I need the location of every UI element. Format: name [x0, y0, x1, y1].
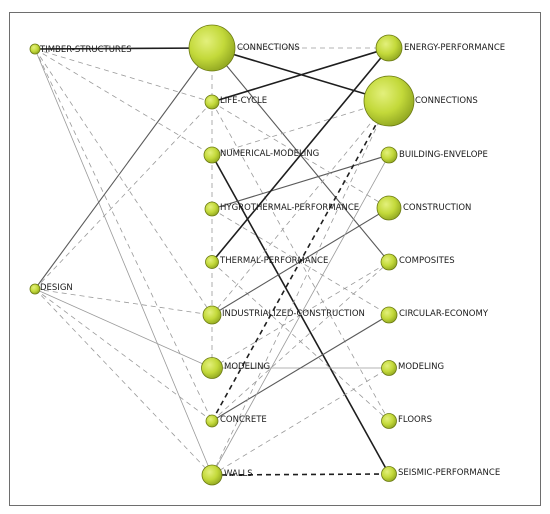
node-design[interactable]: DESIGN: [29, 283, 73, 295]
link-concrete-to-connections-right: [211, 100, 390, 422]
node-circular-economy[interactable]: CIRCULAR-ECONOMY: [380, 306, 489, 324]
link-design-to-walls: [34, 288, 213, 476]
link-industrialized-construction-to-connections-right: [211, 100, 390, 316]
node-label: CONCRETE: [220, 415, 267, 425]
node-label: SEISMIC-PERFORMANCE: [398, 468, 500, 478]
links-layer: [34, 47, 390, 476]
node-label: CONNECTIONS: [237, 43, 300, 53]
node-connections-right[interactable]: CONNECTIONS: [363, 75, 478, 127]
link-design-to-modeling-mid: [34, 288, 213, 369]
node-label: THERMAL-PERFORMANCE: [219, 256, 328, 266]
node-label: WALLS: [224, 469, 253, 479]
node-walls[interactable]: WALLS: [201, 464, 253, 486]
node-marker: [201, 464, 223, 486]
node-numerical-modeling[interactable]: NUMERICAL-MODELING: [203, 146, 319, 164]
node-label: NUMERICAL-MODELING: [220, 149, 319, 159]
link-design-to-industrialized-construction: [34, 288, 213, 316]
node-marker: [188, 24, 236, 72]
link-design-to-concrete: [34, 288, 213, 422]
node-marker: [202, 305, 222, 325]
diagram-frame: [9, 12, 541, 506]
link-timber-structures-to-life-cycle: [34, 48, 213, 103]
node-marker: [381, 360, 397, 376]
node-life-cycle[interactable]: LIFE-CYCLE: [204, 94, 267, 110]
node-marker: [205, 414, 219, 428]
node-label: CONSTRUCTION: [403, 203, 471, 213]
node-marker: [29, 43, 41, 55]
link-timber-structures-to-concrete: [34, 48, 213, 422]
link-walls-to-modeling-right: [211, 367, 390, 476]
node-marker: [380, 306, 398, 324]
link-walls-to-building-envelope: [211, 154, 390, 476]
node-marker: [205, 255, 219, 269]
node-building-envelope[interactable]: BUILDING-ENVELOPE: [380, 146, 488, 164]
link-walls-to-seismic-performance: [211, 473, 390, 476]
node-modeling-middle[interactable]: MODELING: [201, 357, 271, 379]
node-marker: [363, 75, 415, 127]
node-marker: [204, 94, 220, 110]
link-walls-to-connections-right: [211, 100, 390, 476]
node-marker: [204, 201, 220, 217]
link-hygrothermal-performance-to-building-envelope: [211, 154, 390, 210]
node-connections-middle[interactable]: CONNECTIONS: [188, 24, 300, 72]
node-marker: [29, 283, 41, 295]
link-thermal-performance-to-energy-performance: [211, 47, 390, 263]
node-label: CONNECTIONS: [415, 96, 478, 106]
node-marker: [201, 357, 223, 379]
link-timber-structures-to-connections-mid: [34, 47, 213, 50]
node-construction[interactable]: CONSTRUCTION: [376, 195, 471, 221]
node-marker: [381, 466, 397, 482]
link-design-to-connections-mid: [34, 47, 213, 290]
node-label: INDUSTRIALIZED-CONSTRUCTION: [222, 309, 365, 319]
node-label: HYGROTHERMAL-PERFORMANCE: [220, 203, 359, 213]
link-timber-structures-to-walls: [34, 48, 213, 476]
node-marker: [380, 253, 398, 271]
node-label: ENERGY-PERFORMANCE: [404, 43, 505, 53]
link-numerical-modeling-to-connections-right: [211, 100, 390, 156]
node-label: CIRCULAR-ECONOMY: [399, 309, 489, 319]
link-timber-structures-to-industrialized-construction: [34, 48, 213, 316]
node-marker: [380, 146, 398, 164]
node-floors[interactable]: FLOORS: [381, 413, 433, 429]
node-label: MODELING: [398, 362, 444, 372]
node-label: MODELING: [224, 362, 270, 372]
node-label: FLOORS: [398, 415, 432, 425]
node-label: TIMBER-STRUCTURES: [39, 45, 132, 55]
node-marker: [203, 146, 221, 164]
node-marker: [381, 413, 397, 429]
node-hygrothermal-performance[interactable]: HYGROTHERMAL-PERFORMANCE: [204, 201, 359, 217]
node-label: BUILDING-ENVELOPE: [399, 150, 488, 160]
node-label: LIFE-CYCLE: [220, 96, 267, 106]
link-design-to-life-cycle: [34, 101, 213, 290]
link-timber-structures-to-numerical-modeling: [34, 48, 213, 156]
node-concrete[interactable]: CONCRETE: [205, 414, 267, 428]
node-timber-structures[interactable]: TIMBER-STRUCTURES: [29, 43, 132, 55]
node-seismic-performance[interactable]: SEISMIC-PERFORMANCE: [381, 466, 501, 482]
nodes-layer: TIMBER-STRUCTURES DESIGN CONNECTIONS LIF…: [29, 24, 505, 486]
node-marker: [376, 195, 402, 221]
link-life-cycle-to-energy-performance: [211, 47, 390, 103]
node-composites[interactable]: COMPOSITES: [380, 253, 455, 271]
link-concrete-to-circular-economy: [211, 314, 390, 422]
node-thermal-performance[interactable]: THERMAL-PERFORMANCE: [205, 255, 329, 269]
link-concrete-to-composites: [211, 261, 390, 422]
node-energy-performance[interactable]: ENERGY-PERFORMANCE: [375, 34, 505, 62]
node-label: DESIGN: [40, 283, 73, 293]
node-marker: [375, 34, 403, 62]
node-modeling-right[interactable]: MODELING: [381, 360, 445, 376]
node-industrialized-construction[interactable]: INDUSTRIALIZED-CONSTRUCTION: [202, 305, 365, 325]
node-label: COMPOSITES: [399, 256, 455, 266]
